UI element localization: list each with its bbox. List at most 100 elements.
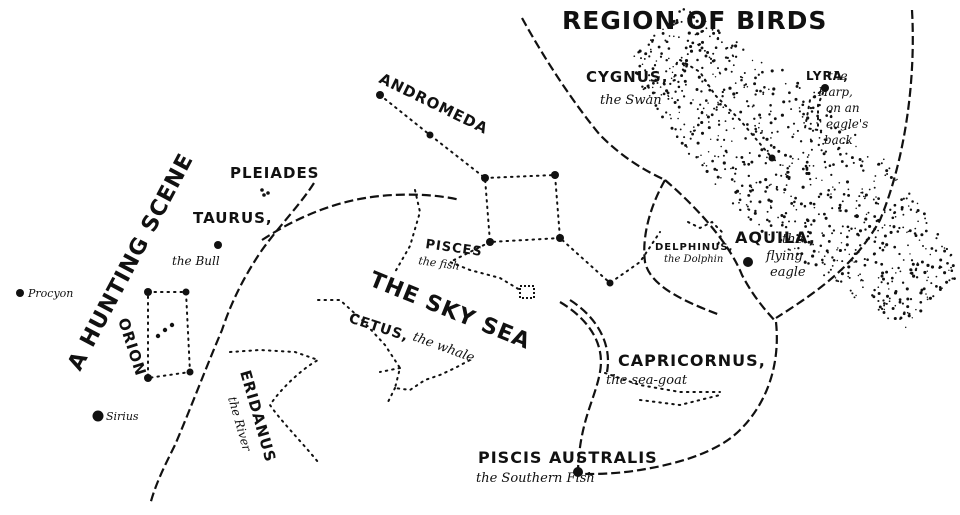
milky-way-dot [697,75,701,79]
milky-way-dot [784,211,788,215]
milky-way-dot [802,151,805,154]
milky-way-dot [906,305,910,309]
milky-way-dot [682,8,686,11]
milky-way-dot [785,173,787,176]
milky-way-dot [754,68,756,71]
milky-way-dot [746,85,749,88]
milky-way-dot [712,73,714,75]
milky-way-dot [862,286,864,289]
milky-way-dot [794,220,797,223]
boundary-bird-right [775,9,914,319]
milky-way-dot [812,219,816,223]
milky-way-dot [665,58,668,62]
milky-way-dot [859,244,862,247]
milky-way-dot [758,122,760,125]
milky-way-dot [853,296,856,299]
milky-way-dot [877,197,880,200]
orion-lines [147,291,192,380]
milky-way-dot [665,70,668,73]
milky-way-dot [659,55,663,58]
milky-way-dot [885,243,889,247]
milky-way-dot [783,191,785,194]
milky-way-dot [748,195,751,197]
milky-way-dot [653,91,656,94]
milky-way-dot [943,249,947,253]
milky-way-dot [873,252,876,256]
milky-way-dot [864,193,868,197]
milky-way-dot [766,210,769,213]
milky-way-dot [774,173,778,176]
milky-way-dot [696,123,700,127]
milky-way-dot [725,129,728,132]
milky-way-dot [711,59,715,63]
milky-way-dot [909,268,913,272]
milky-way-dot [712,31,716,35]
milky-way-dot [753,117,756,121]
milky-way-dot [823,160,827,164]
milky-way-dot [886,282,890,285]
milky-way-dot [692,15,696,19]
milky-way-dot [900,198,903,201]
milky-way-dot [738,198,742,202]
milky-way-dot [866,258,869,261]
milky-way-dot [666,91,670,95]
milky-way-dot [673,35,675,38]
milky-way-dot [825,138,828,142]
milky-way-dot [923,270,927,275]
milky-way-dot [825,249,829,253]
milky-way-dot [819,244,823,248]
milky-way-dot [920,233,924,237]
milky-way-dot [832,186,834,188]
milky-way-dot [743,71,746,75]
milky-way-dot [717,67,719,70]
milky-way-dot [724,67,728,71]
milky-way-dot [898,252,901,256]
star [262,193,266,197]
milky-way-dot [833,188,836,191]
milky-way-dot [703,49,706,52]
milky-way-dot [841,260,844,263]
milky-way-dot [847,265,851,269]
milky-way-dot [856,232,860,236]
milky-way-dot [898,226,901,230]
milky-way-dot [769,144,773,147]
milky-way-dot [667,95,670,98]
milky-way-dot [885,294,890,298]
milky-way-dot [762,91,765,94]
milky-way-dot [804,221,807,225]
lyra-desc-0: the [828,69,848,83]
star [556,234,564,242]
milky-way-dot [680,74,684,78]
star [768,154,776,162]
milky-way-dot [658,76,660,78]
milky-way-dot [736,92,739,94]
milky-way-dot [769,121,773,125]
milky-way-dot [699,103,702,106]
milky-way-dot [883,224,886,226]
lyra-desc-3: eagle's [826,117,868,131]
milky-way-dot [847,188,850,191]
milky-way-dot [798,110,801,113]
milky-way-dot [686,53,689,56]
milky-way-dot [894,215,897,218]
milky-way-dot [649,50,653,53]
milky-way-dot [684,83,687,86]
milky-way-dot [724,168,727,171]
milky-way-dot [793,200,796,204]
milky-way-dot [653,34,656,37]
milky-way-dot [731,54,734,57]
milky-way-dot [912,274,916,278]
milky-way-dot [948,269,950,271]
stars [16,84,829,477]
milky-way-dot [795,84,799,88]
milky-way-dot [705,114,708,116]
milky-way-dot [838,203,842,207]
milky-way-dot [722,106,725,109]
milky-way-dot [777,149,781,153]
milky-way-dot [889,230,893,234]
milky-way-dot [818,251,820,253]
milky-way-dot [718,31,721,35]
milky-way-dot [731,166,735,170]
milky-way-dot [895,272,897,274]
milky-way-dot [831,207,834,210]
